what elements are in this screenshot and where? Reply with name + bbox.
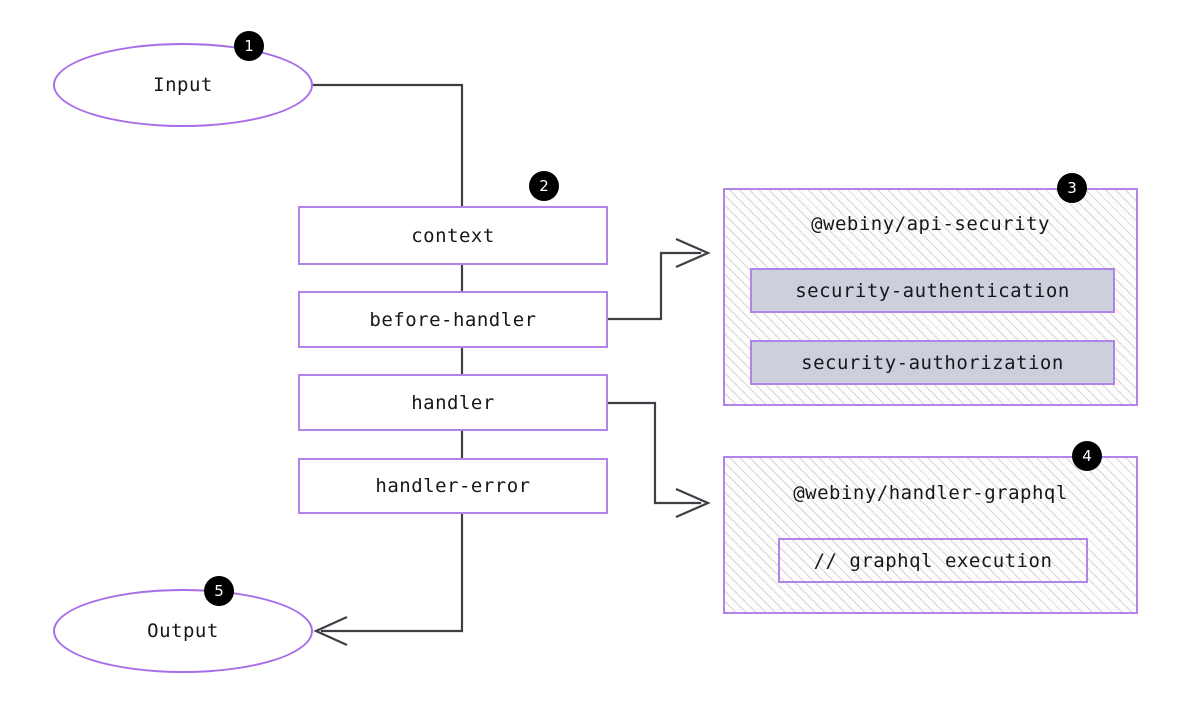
badge-5-number: 5 [214,582,224,600]
badge-4: 4 [1072,441,1102,471]
panel-handler-graphql-title: @webiny/handler-graphql [793,482,1068,504]
node-handler-error[interactable]: handler-error [298,458,608,514]
node-context[interactable]: context [298,206,608,265]
panel-api-security-title: @webiny/api-security [811,213,1050,235]
node-before-handler-label: before-handler [369,308,537,331]
badge-3: 3 [1057,173,1087,203]
connector-handler-to-graphql [606,401,702,505]
node-output-label: Output [147,620,219,642]
badge-1: 1 [234,31,264,61]
node-before-handler[interactable]: before-handler [298,291,608,348]
node-handler[interactable]: handler [298,374,608,431]
badge-2: 2 [529,171,559,201]
node-input[interactable]: Input [53,43,313,127]
arrowhead-to-graphql [675,487,711,519]
badge-5: 5 [204,576,234,606]
panel-item-graphql-execution[interactable]: // graphql execution [778,538,1088,583]
badge-4-number: 4 [1082,447,1092,465]
arrowhead-to-output [313,615,348,647]
panel-handler-graphql[interactable]: @webiny/handler-graphql // graphql execu… [723,456,1138,614]
panel-item-security-authentication[interactable]: security-authentication [750,268,1115,313]
node-handler-label: handler [411,391,495,414]
panel-api-security[interactable]: @webiny/api-security security-authentica… [723,188,1138,406]
badge-3-number: 3 [1067,179,1077,197]
connector-spine-to-output [320,511,464,633]
node-handler-error-label: handler-error [375,475,531,497]
connector-input-to-spine [311,83,464,208]
node-input-label: Input [153,74,213,96]
badge-1-number: 1 [244,37,254,55]
node-output[interactable]: Output [53,589,313,673]
panel-item-security-authorization[interactable]: security-authorization [750,340,1115,385]
badge-2-number: 2 [539,177,549,195]
connector-before-handler-to-security [606,251,702,321]
node-context-label: context [411,224,495,247]
arrowhead-to-security [675,237,711,269]
